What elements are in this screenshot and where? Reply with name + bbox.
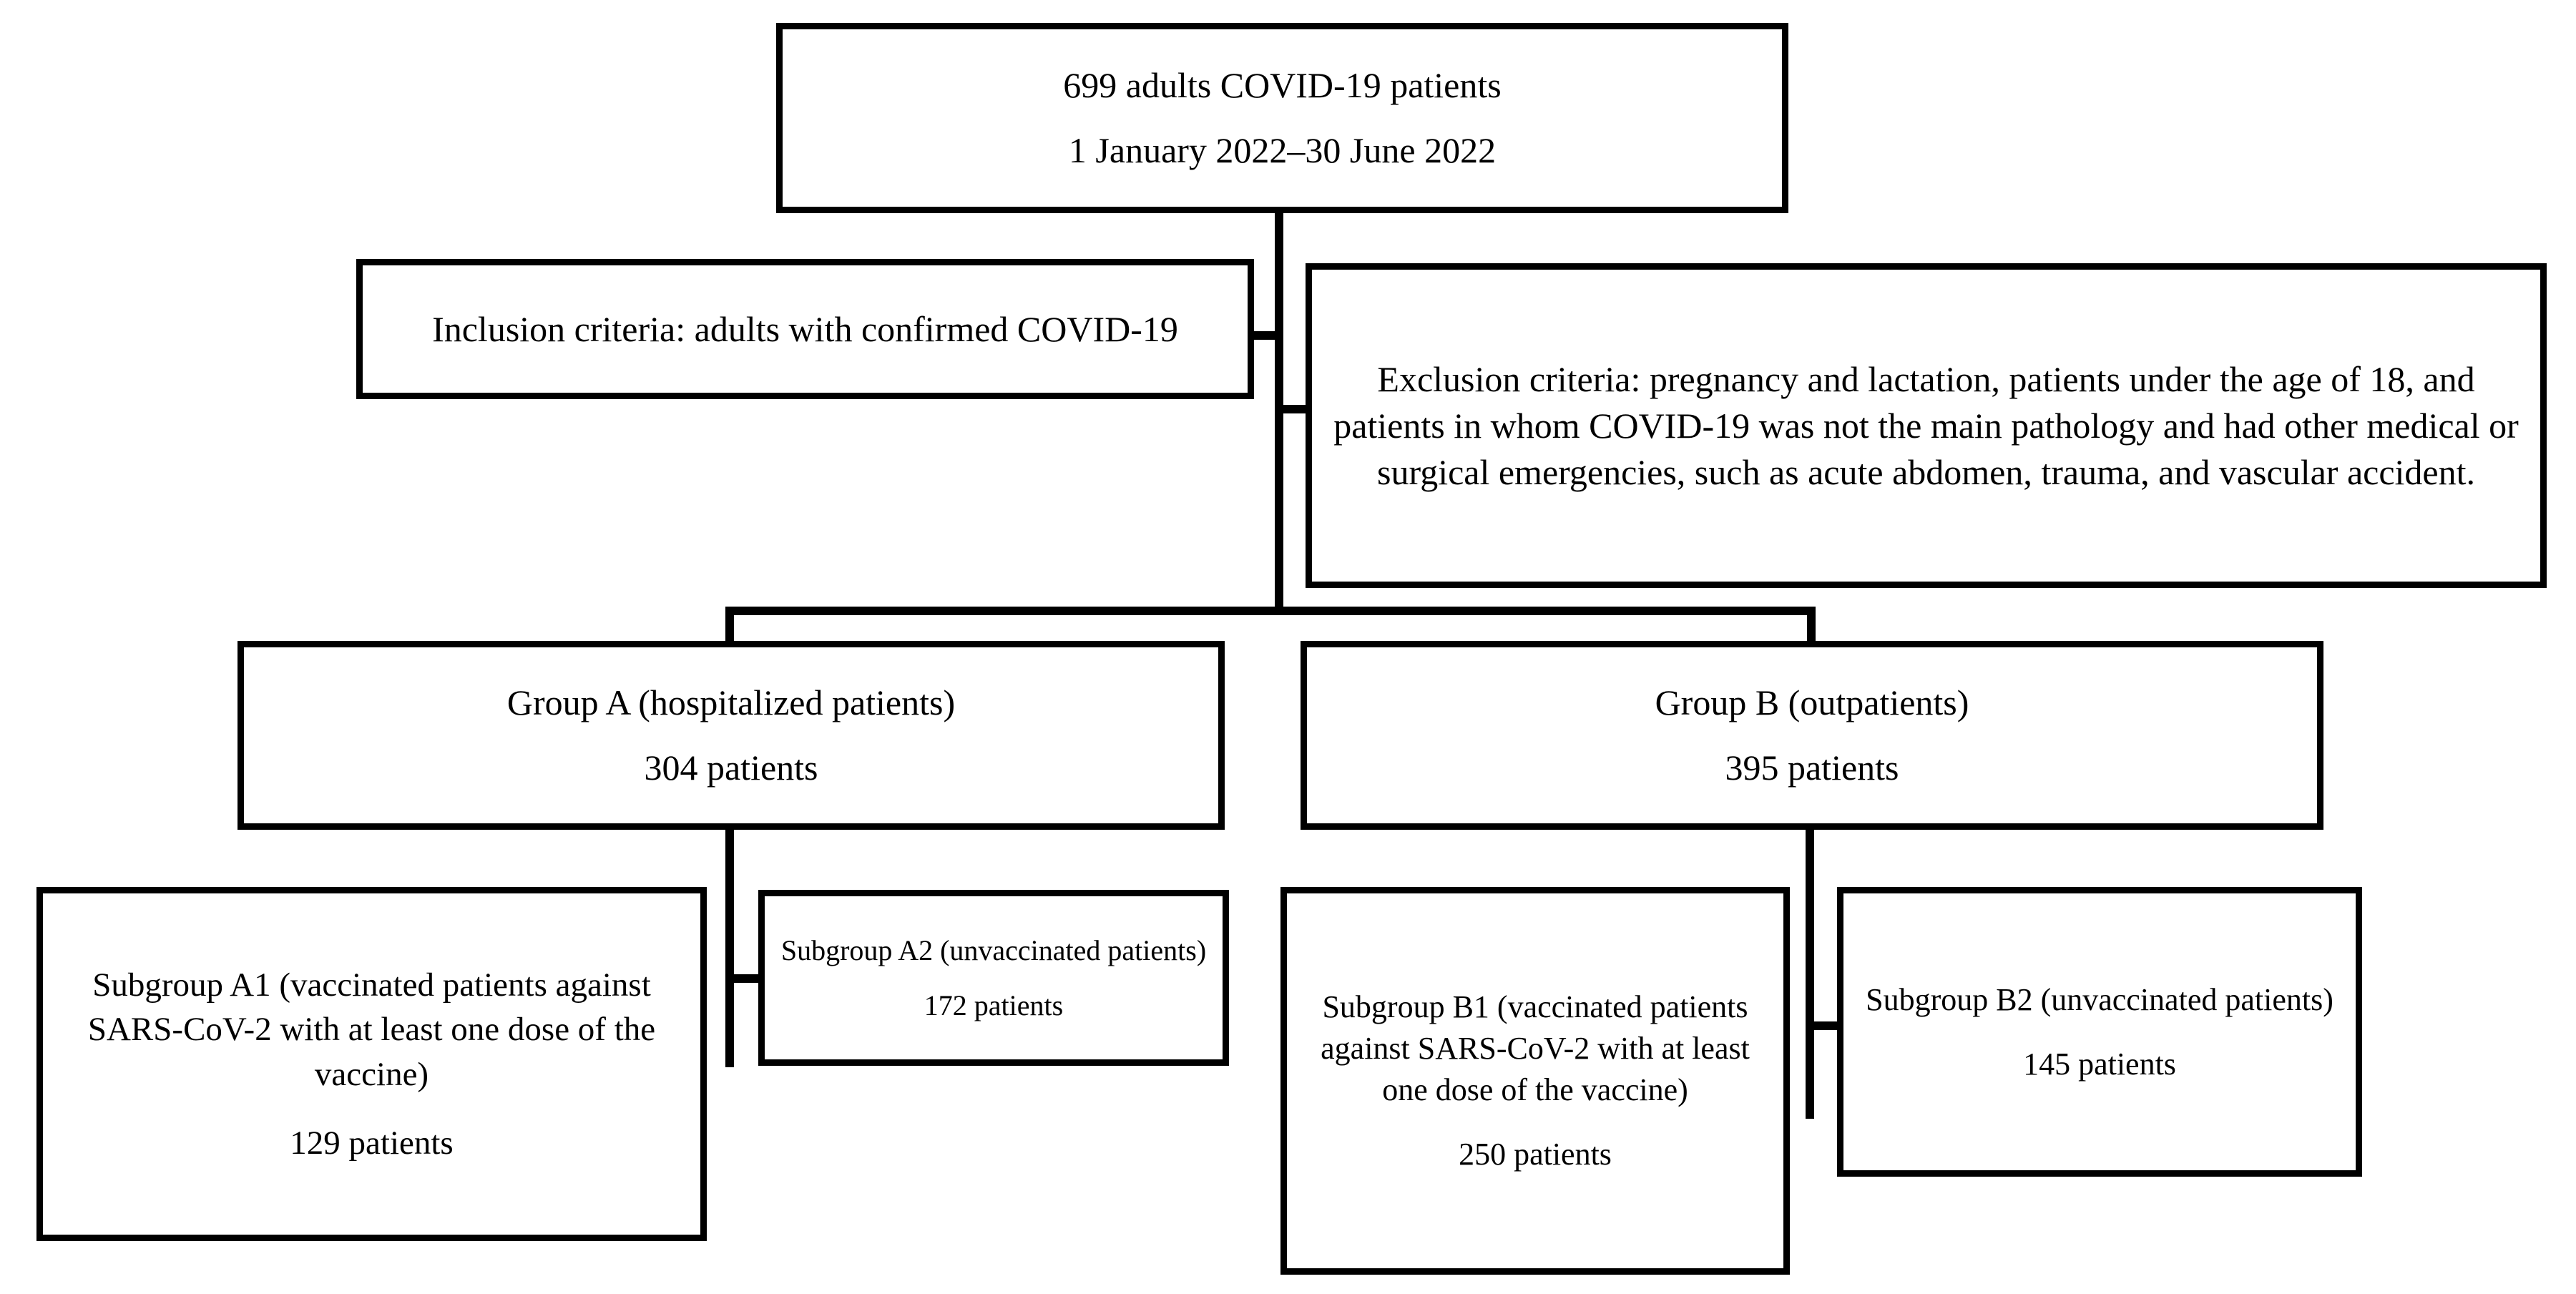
node-group-a-line1: Group A (hospitalized patients) [506, 682, 956, 722]
node-subgroup-a2: Subgroup A2 (unvaccinated patients) 172 … [758, 890, 1229, 1066]
connector-splitter-bar [725, 607, 1816, 615]
node-subgroup-a2-line2: 172 patients [924, 989, 1064, 1021]
node-group-b-line1: Group B (outpatients) [1655, 682, 1969, 722]
node-exclusion-criteria-text: Exclusion criteria: pregnancy and lactat… [1333, 358, 2528, 492]
node-subgroup-b1-line2: 250 patients [1459, 1137, 1612, 1172]
connector-trunk-group-a [725, 830, 734, 1067]
connector-stub-subgroup-b2 [1810, 1021, 1841, 1030]
node-group-b: Group B (outpatients) 395 patients [1301, 641, 2323, 830]
connector-trunk-main [1275, 213, 1283, 615]
node-subgroup-b1: Subgroup B1 (vaccinated patients against… [1280, 887, 1790, 1275]
node-group-b-line2: 395 patients [1725, 748, 1899, 788]
node-exclusion-criteria: Exclusion criteria: pregnancy and lactat… [1306, 263, 2547, 588]
connector-stub-inclusion [1248, 331, 1278, 340]
node-total-population-line2: 1 January 2022–30 June 2022 [1068, 130, 1497, 170]
connector-stub-subgroup-a2 [730, 974, 761, 983]
node-subgroup-b1-line1: Subgroup B1 (vaccinated patients against… [1321, 989, 1758, 1107]
connector-trunk-group-b [1806, 830, 1814, 1119]
node-group-a: Group A (hospitalized patients) 304 pati… [237, 641, 1225, 830]
node-total-population-line1: 699 adults COVID-19 patients [1063, 65, 1502, 105]
node-inclusion-criteria-text: Inclusion criteria: adults with confirme… [432, 309, 1178, 349]
node-subgroup-a1-line1: Subgroup A1 (vaccinated patients against… [87, 966, 664, 1093]
node-subgroup-b2-line2: 145 patients [2023, 1046, 2176, 1082]
node-total-population: 699 adults COVID-19 patients 1 January 2… [776, 23, 1788, 213]
connector-stub-exclusion [1280, 405, 1311, 413]
node-subgroup-b2-line1: Subgroup B2 (unvaccinated patients) [1866, 982, 2333, 1018]
node-subgroup-a2-line1: Subgroup A2 (unvaccinated patients) [780, 933, 1207, 966]
connector-drop-group-a [725, 607, 734, 644]
connector-drop-group-b [1807, 607, 1816, 644]
node-subgroup-a1: Subgroup A1 (vaccinated patients against… [36, 887, 707, 1241]
node-subgroup-b2: Subgroup B2 (unvaccinated patients) 145 … [1837, 887, 2362, 1177]
node-inclusion-criteria: Inclusion criteria: adults with confirme… [356, 259, 1254, 399]
node-group-a-line2: 304 patients [644, 748, 818, 788]
node-subgroup-a1-line2: 129 patients [290, 1124, 454, 1162]
